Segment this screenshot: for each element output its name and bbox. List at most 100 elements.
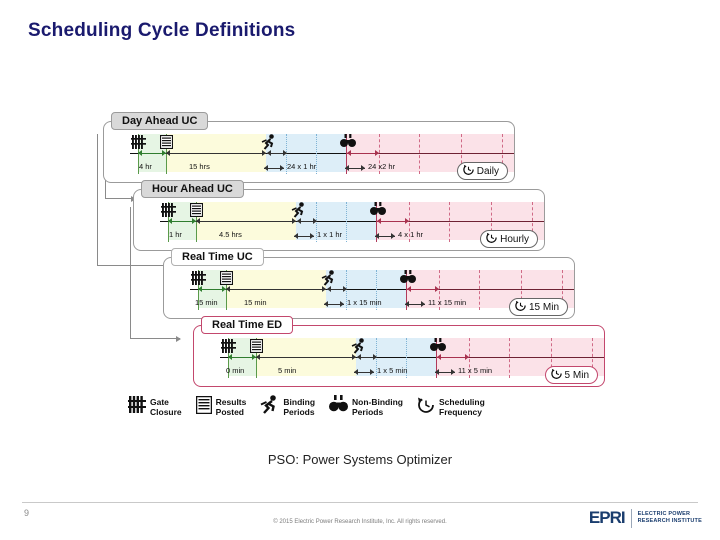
legend-label: Non-Binding Periods	[352, 397, 403, 417]
tick-binding-2	[406, 338, 407, 378]
frequency-label: 15 Min	[528, 301, 559, 313]
tick-nb-4	[562, 270, 563, 310]
mini-arrow-non-binding	[435, 369, 455, 376]
measure-gate-closure	[138, 150, 166, 157]
measure-results-posted	[256, 354, 356, 361]
tick-nb-2	[419, 134, 420, 174]
measure-results-posted	[226, 286, 326, 293]
cycle-tab-day-ahead-uc[interactable]: Day Ahead UC	[111, 112, 209, 130]
measure-non-binding	[377, 218, 409, 225]
logo-divider	[630, 508, 632, 528]
tick-nb-3	[491, 202, 492, 242]
label-gate-closure: 1 hr	[169, 230, 182, 239]
scheduling-cycle-diagram: 4 hr 15 hrs 24 x 1 hr 24 x2 hr Daily Day…	[95, 112, 605, 422]
mini-arrow-non-binding	[375, 233, 395, 240]
tick-nb-4	[502, 134, 503, 174]
mini-arrow-binding	[354, 369, 374, 376]
tick-boundary	[436, 338, 437, 378]
non-binding-periods-icon	[400, 270, 416, 286]
gate-closure-icon	[161, 203, 176, 217]
tick-nb-1	[439, 270, 440, 310]
mini-arrow-binding	[294, 233, 314, 240]
non-binding-periods-icon	[340, 134, 356, 150]
legend-item-scheduling-frequency: Scheduling Frequency	[417, 396, 485, 419]
legend-label-line1: Non-Binding	[352, 397, 403, 407]
label-gate-closure: 15 min	[195, 298, 218, 307]
frequency-label: Daily	[476, 165, 499, 177]
legend-item-binding-periods: Binding Periods	[260, 395, 315, 419]
mini-arrow-non-binding	[345, 165, 365, 172]
cycle-tab-hour-ahead-uc[interactable]: Hour Ahead UC	[141, 180, 244, 198]
frequency-label: Hourly	[500, 233, 529, 245]
results-posted-icon	[160, 135, 173, 149]
legend-label: Scheduling Frequency	[439, 397, 485, 417]
binding-periods-icon	[261, 134, 276, 150]
label-binding: 1 x 15 min	[347, 298, 382, 307]
tick-nb-3	[551, 338, 552, 378]
label-gate-closure: 0 min	[226, 366, 245, 375]
results-posted-icon	[250, 339, 263, 353]
tick-nb-2	[449, 202, 450, 242]
timeline-axis-right	[436, 357, 604, 358]
label-binding: 24 x 1 hr	[287, 162, 317, 171]
epri-wordmark: EPRI	[588, 508, 626, 527]
frequency-badge[interactable]: 15 Min	[508, 298, 568, 316]
scheduling-frequency-icon	[417, 396, 435, 419]
measure-non-binding	[407, 286, 439, 293]
mini-arrow-non-binding	[405, 301, 425, 308]
label-binding: 1 x 5 min	[377, 366, 408, 375]
tick-nb-2	[479, 270, 480, 310]
tick-binding-2	[346, 202, 347, 242]
epri-tagline: ELECTRIC POWER RESEARCH INSTITUTE	[638, 511, 702, 525]
cycle-tab-real-time-ed[interactable]: Real Time ED	[201, 316, 294, 334]
mini-arrow-binding	[324, 301, 344, 308]
measure-binding	[297, 218, 317, 225]
frequency-badge[interactable]: Hourly	[480, 230, 538, 248]
non-binding-periods-icon	[370, 202, 386, 218]
frequency-badge[interactable]: Daily	[456, 162, 508, 180]
tick-nb-4	[592, 338, 593, 378]
timeline-axis-right	[376, 221, 544, 222]
legend-label-line1: Scheduling	[439, 397, 485, 407]
cycle-tab-real-time-uc[interactable]: Real Time UC	[171, 248, 264, 266]
tick-nb-1	[379, 134, 380, 174]
tick-nb-3	[521, 270, 522, 310]
label-non-binding: 4 x 1 hr	[398, 230, 424, 239]
label-results-posted: 4.5 hrs	[219, 230, 242, 239]
gate-closure-icon	[128, 396, 146, 418]
gate-closure-icon	[191, 271, 206, 285]
footer-divider	[22, 502, 698, 503]
results-posted-icon	[195, 395, 212, 419]
scheduling-frequency-icon	[515, 300, 526, 314]
tick-nb-2	[509, 338, 510, 378]
epri-logo: EPRI ELECTRIC POWER RESEARCH INSTITUTE	[589, 508, 702, 528]
scheduling-frequency-icon	[550, 368, 562, 382]
slide-caption: PSO: Power Systems Optimizer	[267, 452, 453, 467]
legend-item-results-posted: Results Posted	[195, 395, 247, 419]
tick-boundary	[406, 270, 407, 310]
label-non-binding: 11 x 15 min	[428, 298, 467, 307]
measure-gate-closure	[198, 286, 226, 293]
epri-tagline-line1: ELECTRIC POWER	[637, 511, 691, 517]
cycle-body: 15 min 15 min 1 x 15 min 11 x 15 min 15 …	[163, 257, 575, 319]
mini-arrow-binding	[264, 165, 284, 172]
label-results-posted: 15 hrs	[189, 162, 210, 171]
slide-number: 9	[24, 508, 30, 518]
measure-results-posted	[166, 150, 266, 157]
legend-label: Results Posted	[216, 397, 247, 417]
scheduling-frequency-icon	[486, 232, 497, 246]
measure-binding	[357, 354, 377, 361]
legend-label-line1: Binding	[283, 397, 316, 407]
gate-closure-icon	[221, 339, 236, 353]
legend-label: Gate Closure	[150, 397, 182, 417]
tick-nb-4	[532, 202, 533, 242]
legend-label-line2: Periods	[283, 407, 315, 417]
scheduling-frequency-icon	[463, 164, 474, 178]
measure-binding	[267, 150, 287, 157]
tick-boundary	[376, 202, 377, 242]
legend-label-line1: Gate	[150, 397, 169, 407]
binding-periods-icon	[351, 338, 366, 354]
frequency-badge[interactable]: 5 Min	[544, 366, 598, 384]
page-title: Scheduling Cycle Definitions	[28, 20, 296, 41]
tick-binding-2	[376, 270, 377, 310]
